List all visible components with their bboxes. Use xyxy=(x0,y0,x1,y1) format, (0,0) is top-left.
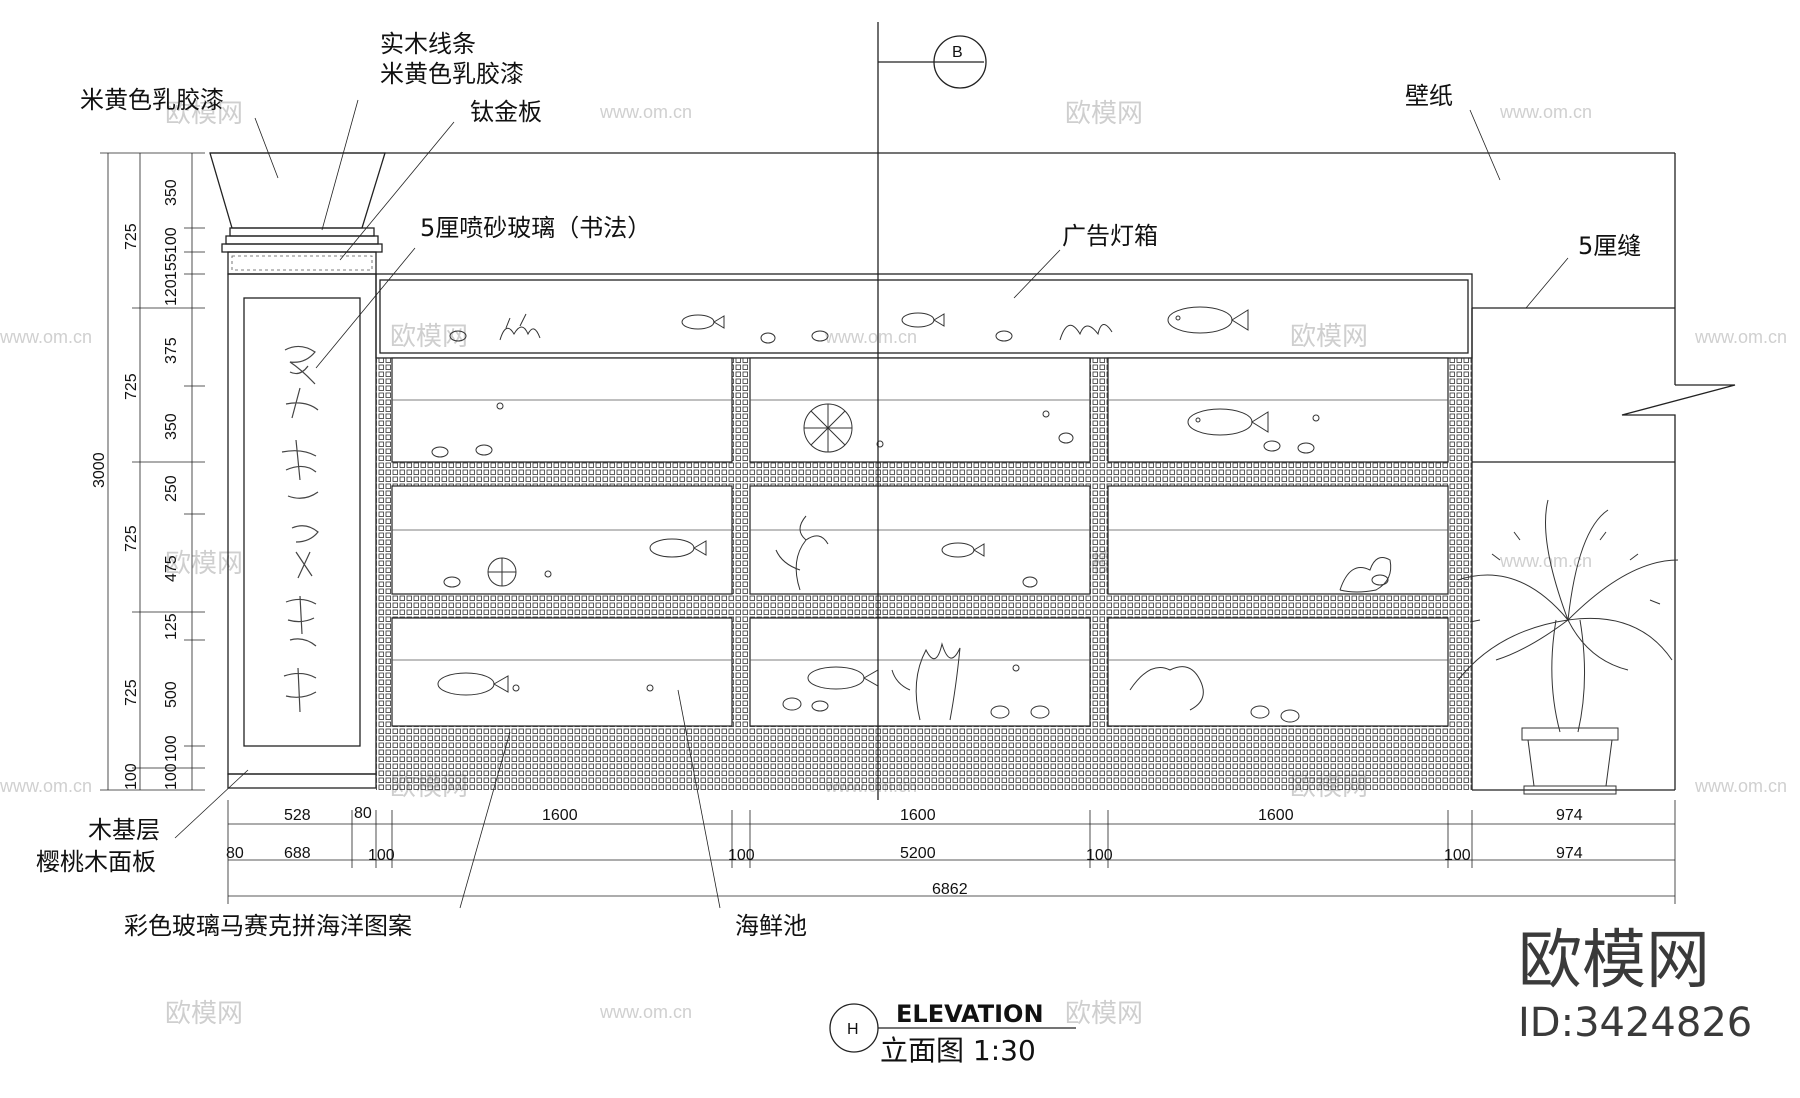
label-seafood-tank: 海鲜池 xyxy=(735,912,807,940)
dim-h-row2: 100 xyxy=(368,847,395,864)
coral-icon xyxy=(775,515,829,591)
pebbles xyxy=(431,330,1389,723)
calligraphy-panel xyxy=(281,345,319,713)
fish-icon xyxy=(1187,408,1269,436)
left-pilaster xyxy=(209,152,386,789)
watermark-url: www.om.cn xyxy=(1499,551,1592,571)
watermark-url: www.om.cn xyxy=(1499,102,1592,122)
watermark: 欧模网 xyxy=(165,99,243,129)
label-solid-wood-moulding: 实木线条 xyxy=(380,30,476,58)
watermark-url: www.om.cn xyxy=(0,327,92,347)
dim-v-inner: 125 xyxy=(163,613,180,640)
dim-v-mid: 725 xyxy=(123,525,140,552)
dim-h-row1: 1600 xyxy=(1258,807,1294,824)
watermark: 欧模网 xyxy=(1065,99,1143,129)
dim-v-inner: 120 xyxy=(163,279,180,306)
dim-v-inner: 100 xyxy=(163,227,180,254)
fish-icon xyxy=(901,312,945,328)
fish-icon xyxy=(681,314,725,330)
label-wood-base: 木基层 xyxy=(88,816,160,844)
dim-h-row2: 688 xyxy=(284,845,311,862)
dim-total-height: 3000 xyxy=(91,452,108,488)
dim-v-mid: 725 xyxy=(123,373,140,400)
dim-v-inner: 155 xyxy=(163,253,180,280)
label-gap-5mm: 5厘缝 xyxy=(1578,232,1641,260)
label-mosaic: 彩色玻璃马赛克拼海洋图案 xyxy=(124,912,412,940)
fish-icon xyxy=(437,672,509,696)
brand-logo: 欧模网 xyxy=(1518,924,1710,998)
label-wallpaper: 壁纸 xyxy=(1405,82,1453,110)
coral-icon xyxy=(1339,557,1392,593)
potted-palm xyxy=(1457,499,1679,795)
dim-h-row1: 974 xyxy=(1556,807,1583,824)
dim-v-inner: 500 xyxy=(163,681,180,708)
dim-h-row2: 5200 xyxy=(900,845,936,862)
seafood-tank-panels xyxy=(391,357,1449,727)
horizontal-dimensions xyxy=(227,800,1676,904)
coral-icon xyxy=(891,642,961,721)
section-marker-b: B xyxy=(877,22,987,800)
watermark-url: www.om.cn xyxy=(824,327,917,347)
ocean-pattern xyxy=(431,306,1392,723)
dim-v-inner: 475 xyxy=(163,555,180,582)
fish-icon xyxy=(941,542,985,558)
shell-icon xyxy=(803,403,853,453)
title-english: ELEVATION xyxy=(896,1000,1044,1028)
watermark-url: www.om.cn xyxy=(0,776,92,796)
dim-v-inner: 100 xyxy=(163,763,180,790)
brand-block: 欧模网 ID:3424826 xyxy=(1518,924,1752,1046)
watermark-url: www.om.cn xyxy=(599,1002,692,1022)
leader-lines xyxy=(174,99,1569,909)
label-titanium-panel: 钛金板 xyxy=(470,98,542,126)
dim-h-row1: 1600 xyxy=(542,807,578,824)
watermark: 欧模网 xyxy=(1290,322,1368,352)
watermark: 欧模网 xyxy=(165,999,243,1029)
watermark: 欧模网 xyxy=(390,322,468,352)
dim-v-inner: 100 xyxy=(163,735,180,762)
fish-icon xyxy=(649,538,707,558)
watermark-url: www.om.cn xyxy=(599,102,692,122)
watermark: 欧模网 xyxy=(1065,999,1143,1029)
coral-icon xyxy=(499,313,541,341)
watermark-url: www.om.cn xyxy=(1694,327,1787,347)
dim-v-inner: 250 xyxy=(163,475,180,502)
label-ad-lightbox: 广告灯箱 xyxy=(1062,222,1158,250)
dim-v-inner: 350 xyxy=(163,413,180,440)
dim-h-row2: 80 xyxy=(226,845,244,862)
dim-v-inner: 375 xyxy=(163,337,180,364)
watermark: 欧模网 xyxy=(165,549,243,579)
label-beige-latex-left: 米黄色乳胶漆 xyxy=(80,86,224,114)
dim-v-mid: 100 xyxy=(123,763,140,790)
title-marker: H xyxy=(847,1021,859,1038)
vertical-dimensions xyxy=(100,152,205,791)
coral-icon xyxy=(1059,324,1113,341)
fish-icon xyxy=(1167,306,1249,334)
watermark-url: www.om.cn xyxy=(1694,776,1787,796)
dim-v-inner: 350 xyxy=(163,179,180,206)
dim-h-row2: 100 xyxy=(1444,847,1471,864)
dim-h-row1: 80 xyxy=(354,805,372,822)
coral-icon xyxy=(1129,666,1204,711)
drawing-title: H ELEVATION 立面图 1:30 xyxy=(829,1000,1076,1067)
dim-h-row2: 974 xyxy=(1556,845,1583,862)
label-cherry-veneer: 樱桃木面板 xyxy=(36,848,156,876)
brand-id: ID:3424826 xyxy=(1518,1000,1752,1046)
vertical-dimension-labels: 3000 725 725 725 725 100 350 100 155 120… xyxy=(91,179,180,790)
section-marker-label: B xyxy=(952,44,963,61)
dim-v-mid: 725 xyxy=(123,223,140,250)
dim-h-row1: 528 xyxy=(284,807,311,824)
title-chinese: 立面图 1:30 xyxy=(880,1034,1036,1067)
dim-v-mid: 725 xyxy=(123,679,140,706)
horizontal-dimension-labels: 528 80 1600 1600 1600 974 80 688 100 100… xyxy=(226,805,1583,898)
shell-icon xyxy=(487,557,517,587)
dim-h-row2: 100 xyxy=(1086,847,1113,864)
label-beige-latex-top: 米黄色乳胶漆 xyxy=(380,60,524,88)
annotation-labels: 米黄色乳胶漆 实木线条 米黄色乳胶漆 钛金板 5厘喷砂玻璃（书法） 广告灯箱 壁… xyxy=(36,30,1641,940)
label-sandblast-glass: 5厘喷砂玻璃（书法） xyxy=(420,214,651,242)
dim-h-row1: 1600 xyxy=(900,807,936,824)
dim-h-row2: 100 xyxy=(728,847,755,864)
dim-h-total: 6862 xyxy=(932,881,968,898)
